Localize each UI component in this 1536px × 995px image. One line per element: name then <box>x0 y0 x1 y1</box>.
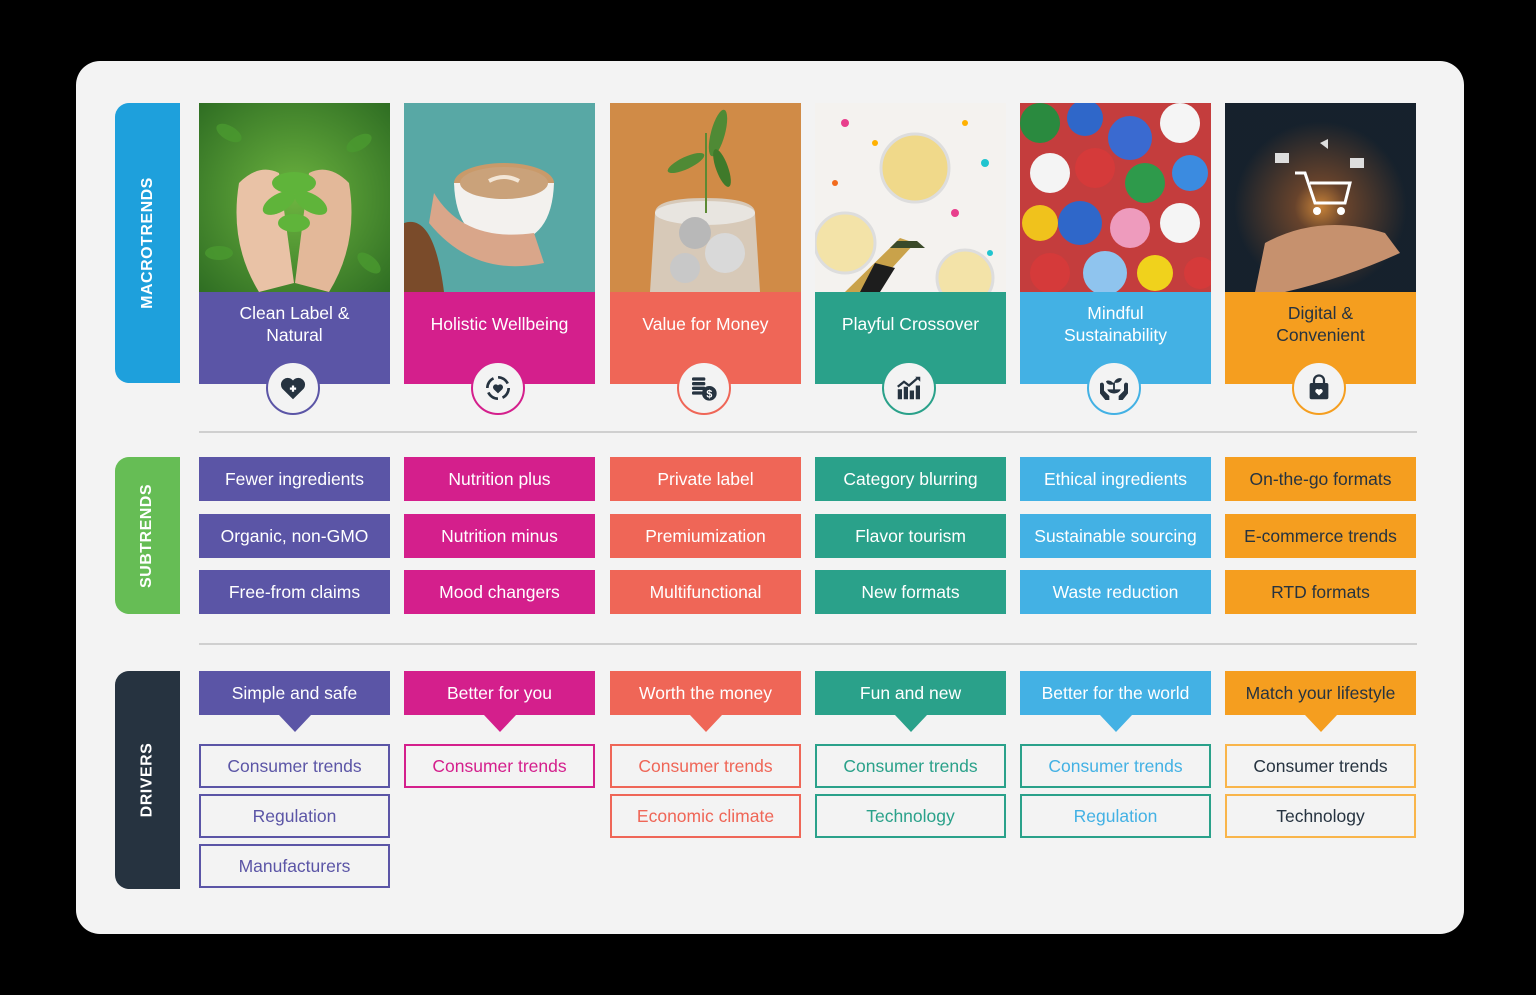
driver-heading: Fun and new <box>815 671 1006 732</box>
svg-text:$: $ <box>706 388 712 400</box>
subtrend-item: Nutrition plus <box>404 457 595 501</box>
subtrend-item: On-the-go formats <box>1225 457 1416 501</box>
driver-item: Consumer trends <box>1225 744 1416 788</box>
driver-heading: Match your lifestyle <box>1225 671 1416 732</box>
subtrend-item: Ethical ingredients <box>1020 457 1211 501</box>
driver-item: Regulation <box>1020 794 1211 838</box>
macrotrend-photo <box>610 103 801 292</box>
driver-heading: Better for you <box>404 671 595 732</box>
coins-dollar-icon: $ <box>677 361 731 415</box>
driver-heading: Simple and safe <box>199 671 390 732</box>
subtrend-item: Waste reduction <box>1020 570 1211 614</box>
macrotrends-section-label: MACROTRENDS <box>115 103 180 383</box>
hands-plant-icon <box>1087 361 1141 415</box>
macrotrend-title: Digital &Convenient <box>1276 303 1365 345</box>
subtrend-item: Category blurring <box>815 457 1006 501</box>
macrotrend-photo <box>815 103 1006 292</box>
driver-heading: Better for the world <box>1020 671 1211 732</box>
subtrend-item: Free-from claims <box>199 570 390 614</box>
driver-item: Technology <box>815 794 1006 838</box>
growth-chart-icon <box>882 361 936 415</box>
macrotrend-photo <box>404 103 595 292</box>
macrotrend-title: Clean Label &Natural <box>239 303 350 345</box>
driver-heading: Worth the money <box>610 671 801 732</box>
subtrend-item: Sustainable sourcing <box>1020 514 1211 558</box>
subtrend-item: E-commerce trends <box>1225 514 1416 558</box>
driver-item: Consumer trends <box>815 744 1006 788</box>
subtrend-item: Mood changers <box>404 570 595 614</box>
macrotrend-title: Value for Money <box>642 314 769 334</box>
driver-item: Consumer trends <box>404 744 595 788</box>
subtrend-item: New formats <box>815 570 1006 614</box>
macrotrends-label-text: MACROTRENDS <box>138 177 156 309</box>
macrotrend-photo <box>199 103 390 292</box>
drivers-label-text: DRIVERS <box>138 742 156 818</box>
divider-macro-sub <box>199 431 1417 433</box>
driver-item: Economic climate <box>610 794 801 838</box>
subtrend-item: Organic, non-GMO <box>199 514 390 558</box>
heart-plus-icon <box>266 361 320 415</box>
subtrend-item: Premiumization <box>610 514 801 558</box>
shopping-bag-heart-icon <box>1292 361 1346 415</box>
macrotrend-title: Holistic Wellbeing <box>430 314 569 334</box>
driver-item: Consumer trends <box>1020 744 1211 788</box>
drivers-section-label: DRIVERS <box>115 671 180 889</box>
subtrend-item: Private label <box>610 457 801 501</box>
driver-item: Technology <box>1225 794 1416 838</box>
subtrends-label-text: SUBTRENDS <box>138 483 156 588</box>
subtrend-item: RTD formats <box>1225 570 1416 614</box>
subtrend-item: Multifunctional <box>610 570 801 614</box>
macrotrend-photo <box>1225 103 1416 292</box>
driver-item: Regulation <box>199 794 390 838</box>
driver-item: Manufacturers <box>199 844 390 888</box>
heart-cycle-icon <box>471 361 525 415</box>
divider-sub-drivers <box>199 643 1417 645</box>
driver-item: Consumer trends <box>610 744 801 788</box>
macrotrend-title: Playful Crossover <box>841 314 980 334</box>
driver-item: Consumer trends <box>199 744 390 788</box>
subtrend-item: Flavor tourism <box>815 514 1006 558</box>
macrotrend-photo <box>1020 103 1211 292</box>
subtrend-item: Fewer ingredients <box>199 457 390 501</box>
subtrend-item: Nutrition minus <box>404 514 595 558</box>
subtrends-section-label: SUBTRENDS <box>115 457 180 614</box>
